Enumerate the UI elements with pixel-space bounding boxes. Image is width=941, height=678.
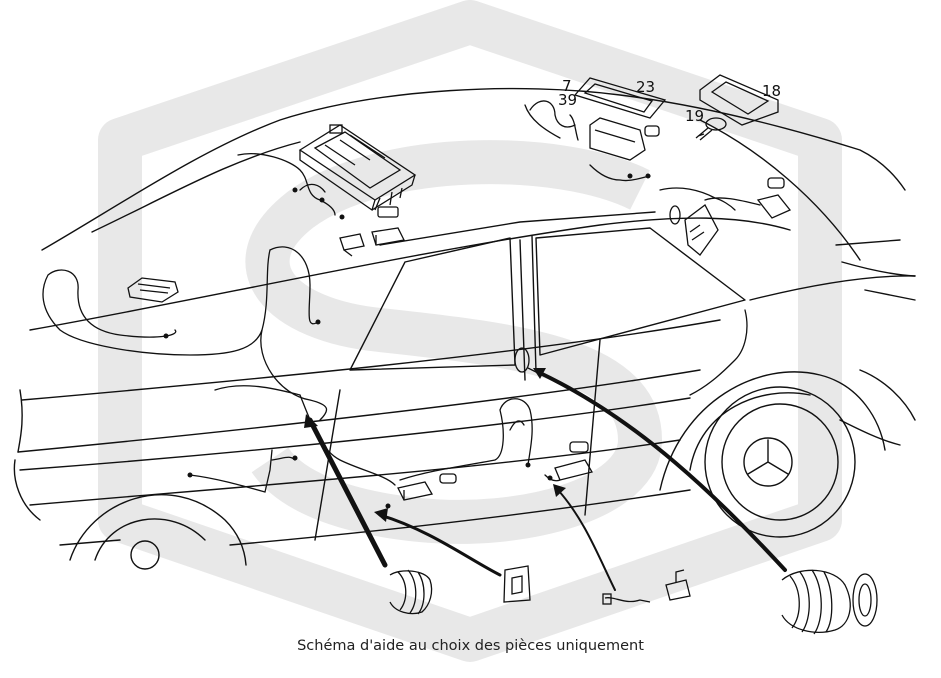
callout-18: 18: [762, 82, 781, 100]
part-18-lamp: [699, 74, 792, 219]
pointer-arrows: [307, 370, 787, 591]
pillar-light: [669, 204, 719, 256]
arrow-heads: [304, 368, 566, 522]
rear-reading-lamp: [127, 277, 179, 303]
callout-7: 7: [562, 77, 572, 95]
connector-dots: [163, 173, 651, 509]
part-23-lamp: [573, 77, 667, 161]
watermark-logo: [98, 0, 842, 662]
door-switches: [397, 347, 593, 501]
callout-19: 19: [685, 107, 704, 125]
callout-23: 23: [636, 78, 655, 96]
overhead-console-part: [298, 124, 417, 212]
bottom-detail-parts: [389, 565, 878, 635]
part-19-screw: [695, 117, 727, 141]
car-body: [13, 87, 916, 570]
wiring-harness: [42, 100, 761, 493]
console-connectors: [339, 206, 405, 257]
diagram-caption: Schéma d'aide au choix des pièces unique…: [297, 638, 644, 654]
callout-39: 39: [558, 91, 577, 109]
